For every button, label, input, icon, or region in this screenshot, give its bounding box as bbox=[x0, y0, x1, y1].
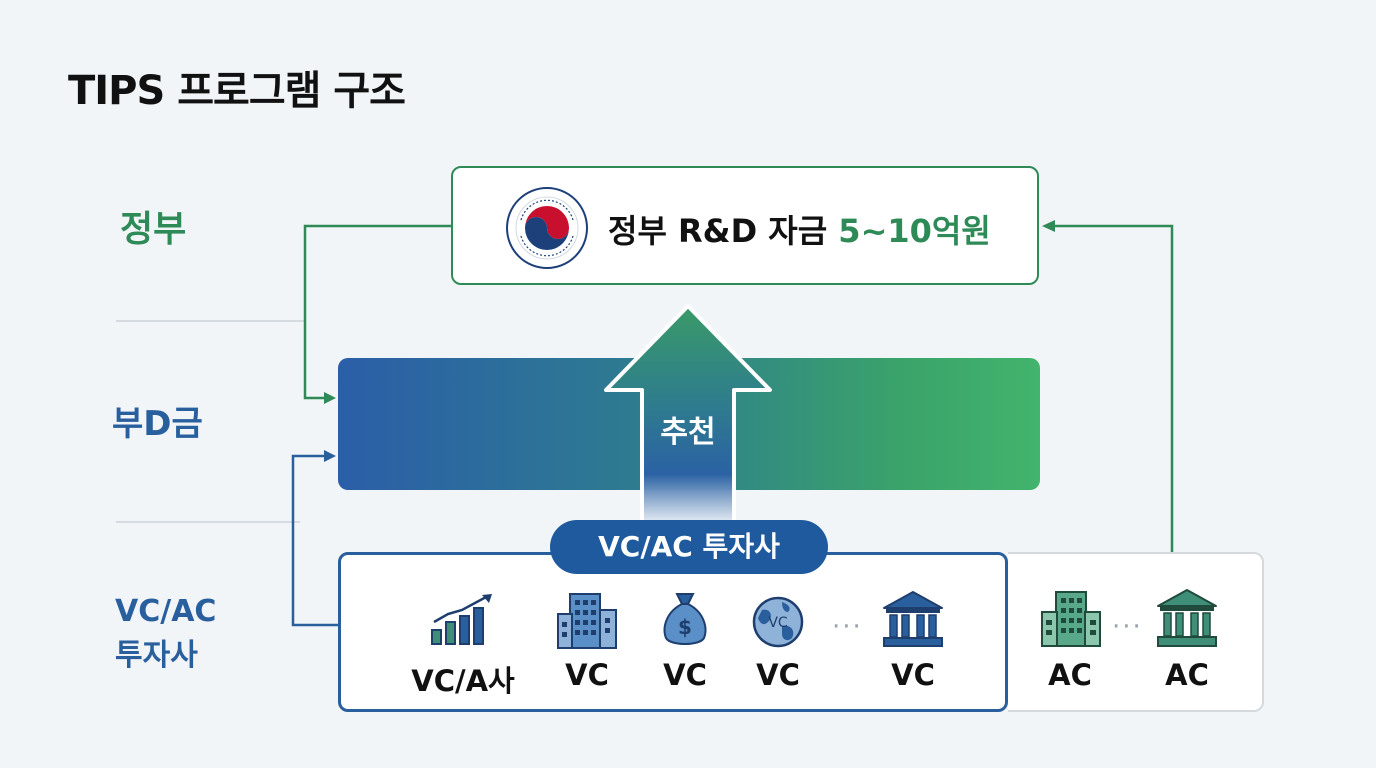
row-label-government: 정부 bbox=[120, 209, 187, 250]
svg-text:VC: VC bbox=[768, 615, 788, 631]
bank-building-icon bbox=[883, 591, 943, 647]
vc-item-label: VC bbox=[565, 658, 609, 692]
row-label-investors: VC/AC 투자사 bbox=[115, 590, 216, 678]
ac-item-label: AC bbox=[1048, 658, 1092, 692]
government-funding-text: 정부 R&D 자금 5~10억원 bbox=[608, 206, 991, 252]
svg-text:$: $ bbox=[678, 615, 692, 639]
money-bag-icon: $ bbox=[663, 593, 707, 645]
row-label-investors-line2: 투자사 bbox=[115, 638, 198, 673]
vc-item-label: VC bbox=[891, 658, 935, 692]
investors-pill: VC/AC 투자사 bbox=[550, 520, 828, 574]
connector-gov-to-band bbox=[303, 224, 451, 400]
funding-amount: 5~10억원 bbox=[838, 212, 991, 250]
recommend-label: 추천 bbox=[660, 415, 716, 450]
row-divider bbox=[116, 521, 300, 523]
vc-item-label: VC bbox=[756, 658, 800, 692]
ellipsis-icon: ··· bbox=[832, 612, 863, 642]
vc-item-label: VC bbox=[663, 658, 707, 692]
row-divider bbox=[116, 320, 304, 322]
arrowhead-green-right bbox=[324, 392, 336, 404]
row-label-investors-line1: VC/AC bbox=[115, 594, 217, 629]
bank-building-icon bbox=[1157, 589, 1217, 647]
funding-label: 정부 R&D 자금 bbox=[608, 212, 839, 250]
row-label-middle: 부D금 bbox=[112, 404, 203, 444]
connector-ac-to-gov bbox=[1052, 224, 1174, 552]
globe-icon: VC bbox=[752, 596, 804, 648]
ac-item-label: AC bbox=[1165, 658, 1209, 692]
page-title: TIPS 프로그램 구조 bbox=[68, 68, 406, 114]
vc-item-label: VC/A사 bbox=[411, 664, 515, 698]
office-building-icon bbox=[557, 593, 617, 649]
arrowhead-blue-right bbox=[324, 450, 336, 462]
government-funding-box: 정부 R&D 자금 5~10억원 bbox=[451, 166, 1039, 285]
office-building-icon bbox=[1041, 591, 1101, 647]
growth-chart-icon bbox=[431, 594, 492, 645]
arrowhead-green-left bbox=[1042, 220, 1055, 232]
connector-vc-to-band bbox=[291, 454, 338, 627]
korea-government-emblem-icon bbox=[506, 187, 588, 269]
ellipsis-icon: ··· bbox=[1112, 612, 1143, 642]
